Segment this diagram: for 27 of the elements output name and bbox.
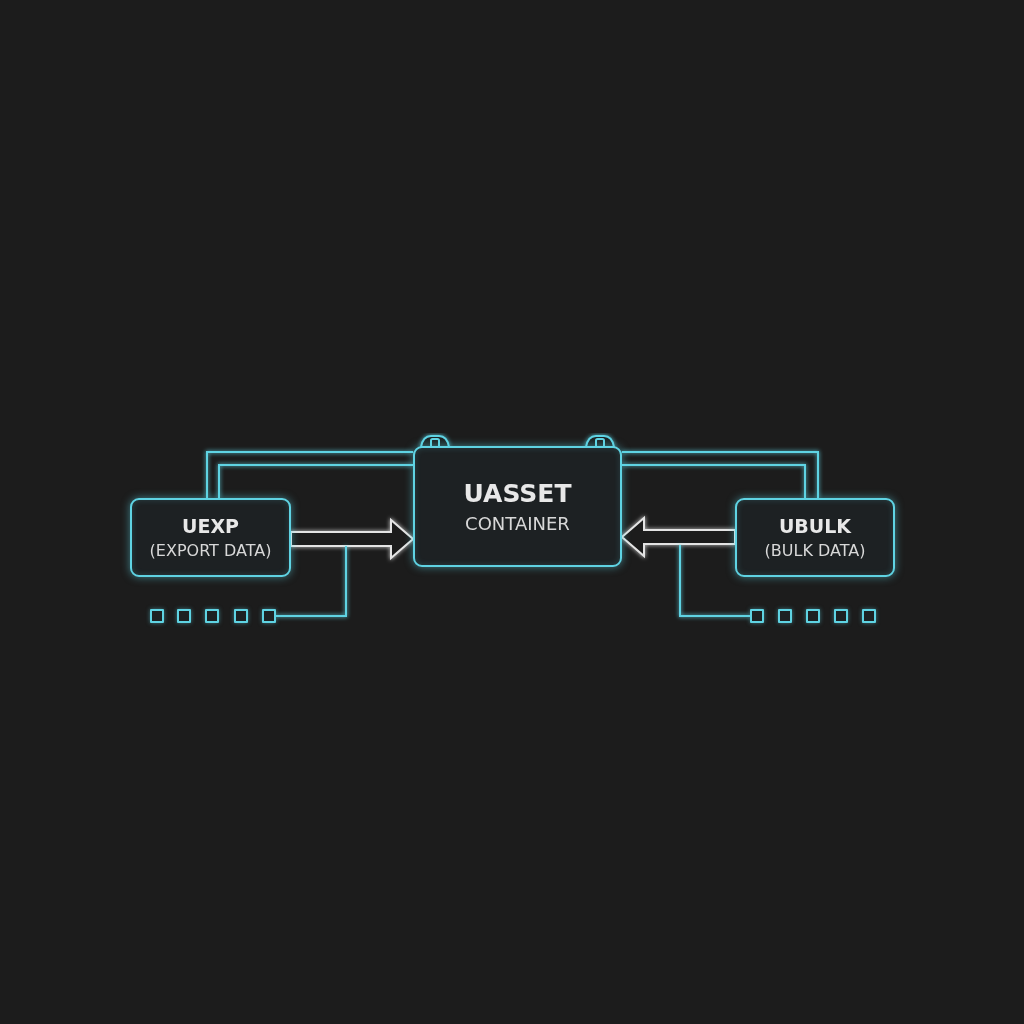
port-square [862,609,876,623]
block-arrow [620,515,736,559]
connector-line [679,544,751,617]
connector-line [621,464,806,499]
port-square [834,609,848,623]
port-square [177,609,191,623]
port-square [205,609,219,623]
block-arrow [290,517,415,561]
connector-line [621,451,819,499]
box-title: UBULK [778,513,852,539]
connector-line [275,545,347,617]
port-square [778,609,792,623]
port-square [234,609,248,623]
box-subtitle: (BULK DATA) [764,539,866,562]
port-square [262,609,276,623]
connector-line [218,464,414,499]
port-square [806,609,820,623]
box-title: UASSET [463,477,572,510]
box-subtitle: (EXPORT DATA) [149,539,272,562]
connector-line [206,451,414,499]
box-title: UEXP [182,513,239,539]
port-square [150,609,164,623]
file-box [130,498,291,577]
box-subtitle: CONTAINER [465,511,570,536]
file-box [413,446,622,567]
port-square [750,609,764,623]
file-box [735,498,895,577]
